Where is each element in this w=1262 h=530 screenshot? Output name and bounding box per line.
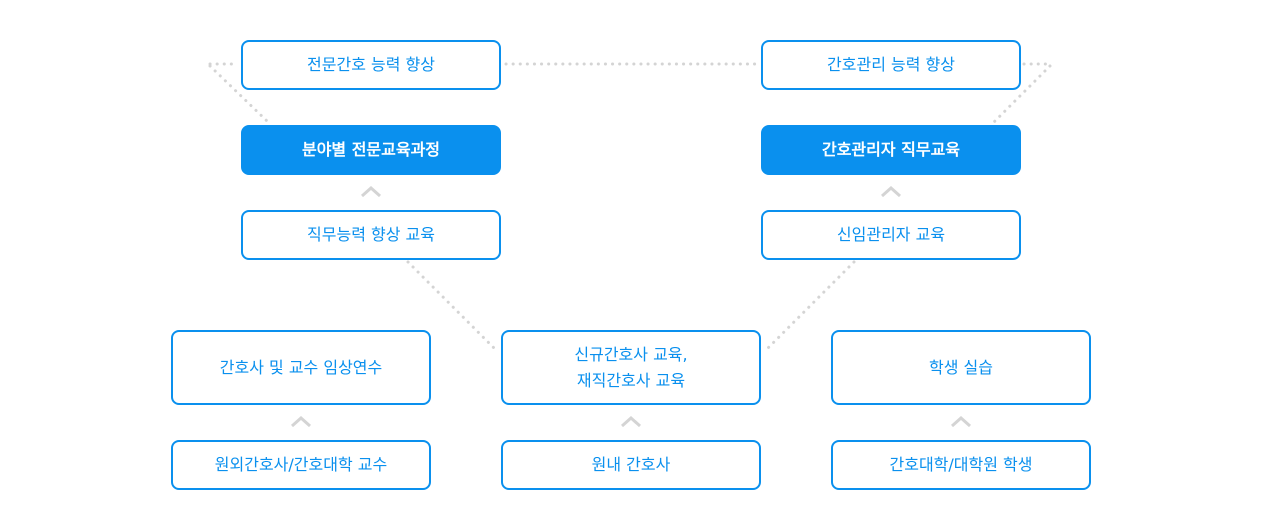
connector-center-right-diag <box>762 260 856 354</box>
connector-left-diag <box>208 64 270 124</box>
target-label: 원외간호사/간호대학 교수 <box>214 455 388 474</box>
goal-label: 전문간호 능력 향상 <box>307 55 435 74</box>
target-box-external: 원외간호사/간호대학 교수 <box>171 440 431 490</box>
program-label: 분야별 전문교육과정 <box>301 140 441 159</box>
target-label: 간호대학/대학원 학생 <box>889 455 1033 474</box>
program-label-line2: 재직간호사 교육 <box>576 370 686 390</box>
program-box-new-and-current-nurse: 신규간호사 교육, 재직간호사 교육 <box>501 330 761 405</box>
base-box-new-manager: 신임관리자 교육 <box>761 210 1021 260</box>
base-box-job-skill: 직무능력 향상 교육 <box>241 210 501 260</box>
program-box-clinical-training: 간호사 및 교수 임상연수 <box>171 330 431 405</box>
program-label-line1: 신규간호사 교육, <box>574 344 688 364</box>
connector-right-diag <box>992 64 1052 124</box>
chevron-up-icon <box>621 416 641 428</box>
base-label: 직무능력 향상 교육 <box>307 225 435 244</box>
program-label: 간호사 및 교수 임상연수 <box>219 357 383 377</box>
program-label: 간호관리자 직무교육 <box>821 140 961 159</box>
goal-box-specialist-nursing: 전문간호 능력 향상 <box>241 40 501 90</box>
chevron-up-icon <box>361 186 381 198</box>
program-label: 학생 실습 <box>929 357 993 377</box>
program-box-specialty-education[interactable]: 분야별 전문교육과정 <box>241 125 501 175</box>
goal-label: 간호관리 능력 향상 <box>827 55 955 74</box>
target-box-internal: 원내 간호사 <box>501 440 761 490</box>
program-box-student-practice: 학생 실습 <box>831 330 1091 405</box>
connector-center-left-diag <box>406 260 500 354</box>
goal-box-nursing-management: 간호관리 능력 향상 <box>761 40 1021 90</box>
chevron-up-icon <box>951 416 971 428</box>
chevron-up-icon <box>881 186 901 198</box>
program-label: 신규간호사 교육, 재직간호사 교육 <box>574 342 687 394</box>
target-label: 원내 간호사 <box>591 455 671 474</box>
target-box-students: 간호대학/대학원 학생 <box>831 440 1091 490</box>
program-box-manager-training[interactable]: 간호관리자 직무교육 <box>761 125 1021 175</box>
chevron-up-icon <box>291 416 311 428</box>
base-label: 신임관리자 교육 <box>836 225 946 244</box>
